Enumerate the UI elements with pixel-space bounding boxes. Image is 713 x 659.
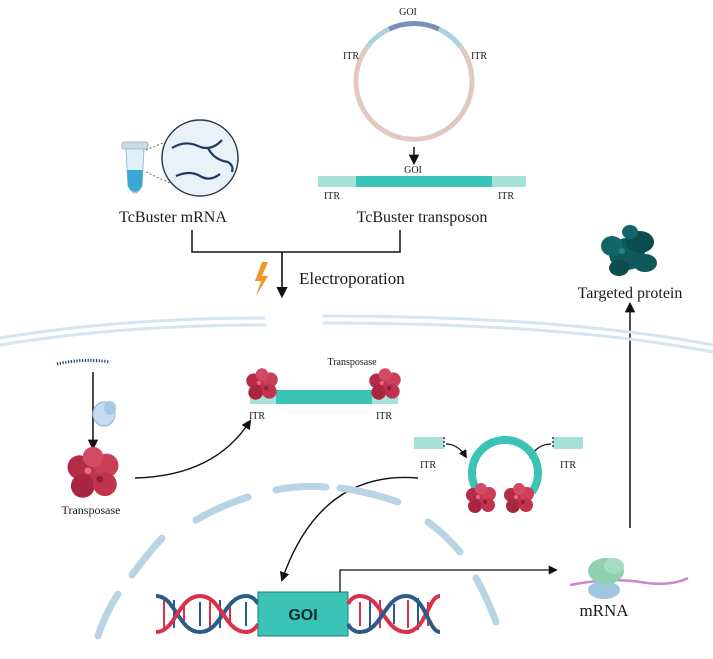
cytoplasm-mrna-strand [569,576,689,587]
plasmid-goi-label: GOI [399,7,417,18]
nuclear-segment [424,518,464,556]
nuclear-segment [128,534,166,579]
nuclear-segment [192,493,252,524]
mrna-strand-cell [56,358,111,366]
tube-cap [121,141,149,150]
complex-transposase-left [246,368,278,400]
circle-to-genome-arrow [279,476,419,582]
membrane-right-inner [322,321,713,354]
mrna-strand-2 [207,147,234,173]
nuclear-segment [336,484,402,506]
linear-goi-segment [356,176,492,187]
linear-transposon: GOI ITR ITR TcBuster transposon [318,165,526,226]
nuclear-segment [472,574,500,626]
plasmid-itr-left-arc [365,26,391,48]
genome-goi-box [257,591,349,637]
electroporation-label: Electroporation [299,269,405,288]
nuclear-segment [94,590,122,640]
nuclear-envelope [94,482,500,640]
plasmid-pink-arc [353,44,475,142]
mrna-translation-left: Transposase [56,358,252,517]
electroporation: Electroporation [255,252,405,299]
mrna-tube-title: TcBuster mRNA [119,209,227,226]
transposase-complex: Transposase ITR ITR [246,357,401,422]
plasmid-goi-arc [388,21,440,32]
excised-itr-right [553,437,583,449]
genomic-dna: GOI [155,565,558,637]
zoom-line-bottom [145,171,177,187]
circle-transposase-right [504,483,534,513]
circular-transposon [468,436,542,495]
excision-intermediate: ITR ITR [279,436,583,582]
transposase-to-complex-arrow [134,419,252,479]
targeted-protein: Targeted protein [578,225,683,528]
plasmid: GOI ITR ITR [343,7,487,142]
plasmid-itr-left-label: ITR [343,51,359,62]
linear-itr-left-label: ITR [324,191,340,202]
excised-itr-left-label: ITR [420,460,436,471]
dna-right-helix [346,593,441,635]
ribosome-icon [92,401,116,427]
excised-itr-right-label: ITR [560,460,576,471]
complex-title: Transposase [327,357,377,368]
protein-icon [601,225,657,276]
merge-bracket [191,230,401,253]
cell-membrane [0,314,713,354]
linear-itr-right-label: ITR [498,191,514,202]
targeted-protein-label: Targeted protein [578,285,683,302]
itr-left-join-arrow [445,443,467,459]
transposase-protein-icon [67,446,119,498]
mrna-tube-illustration: TcBuster mRNA [119,119,239,226]
genome-goi-label: GOI [288,607,317,624]
mrna-strand-3 [175,171,221,180]
linear-itr-right [492,176,526,187]
tube-liquid [127,170,143,192]
membrane-right-outer [322,314,713,347]
mrna-label: mRNA [579,601,629,620]
ribosome-translation-icon [588,558,624,599]
complex-transposase-right [369,368,401,400]
complex-itr-left-label: ITR [249,411,265,422]
complex-itr-right-label: ITR [376,411,392,422]
membrane-left-inner [0,323,266,347]
zoom-circle [161,119,239,197]
translation-site: mRNA [569,558,689,620]
mrna-strand-1 [171,139,223,150]
excised-itr-left [414,437,444,449]
plasmid-itr-right-arc [437,26,463,48]
membrane-left-outer [0,316,266,340]
transposon-title: TcBuster transposon [357,209,488,226]
complex-goi-bar [276,390,372,404]
nuclear-segment [272,482,330,494]
dna-left-helix [155,593,260,635]
linear-itr-left [318,176,356,187]
plasmid-itr-right-label: ITR [471,51,487,62]
lightning-icon [255,262,268,296]
transposase-label: Transposase [62,503,121,517]
circle-transposase-left [466,483,496,513]
linear-goi-label: GOI [404,165,422,176]
transcription-arrow [339,565,558,592]
